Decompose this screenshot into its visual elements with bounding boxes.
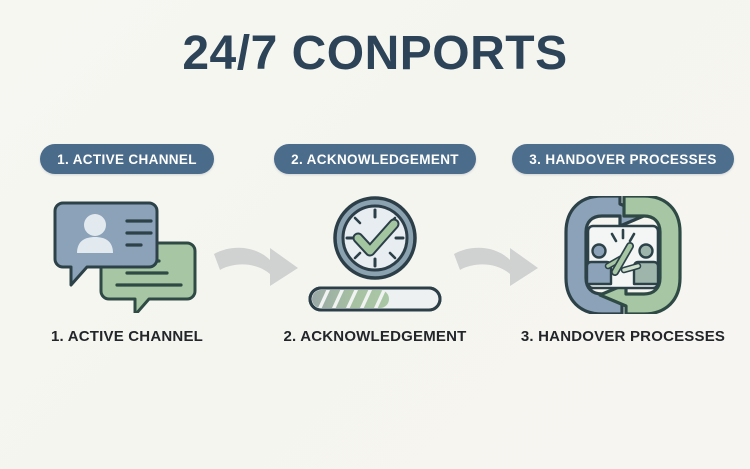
step-column-3: 3. HANDOVER PROCESSES [510, 144, 736, 364]
step-badge-active-channel[interactable]: 1. ACTIVE CHANNEL [40, 144, 214, 174]
step-caption-acknowledgement: 2. ACKNOWLEDGEMENT [283, 328, 467, 345]
clock-check-progress-icon [308, 196, 442, 312]
step-icon-3-wrap [558, 196, 688, 314]
step-badge-handover-processes[interactable]: 3. HANDOVER PROCESSES [512, 144, 734, 174]
step-caption-active-channel: 1. ACTIVE CHANNEL [50, 328, 204, 345]
chat-bubbles-icon [53, 201, 197, 313]
step-column-1: 1. ACTIVE CHANNEL [14, 144, 240, 364]
step-icon-1-wrap [51, 196, 203, 314]
steps-row: 1. ACTIVE CHANNEL [0, 144, 750, 364]
page-title: 24/7 CONPORTS [182, 27, 568, 80]
step-icon-2-wrap [300, 196, 450, 314]
cycle-baton-handoff-icon [564, 196, 682, 314]
step-badge-acknowledgement[interactable]: 2. ACKNOWLEDGEMENT [274, 144, 476, 174]
step-caption-handover-processes: 3. HANDOVER PROCESSES [520, 328, 726, 345]
step-column-2: 2. ACKNOWLEDGEMENT [262, 144, 488, 364]
